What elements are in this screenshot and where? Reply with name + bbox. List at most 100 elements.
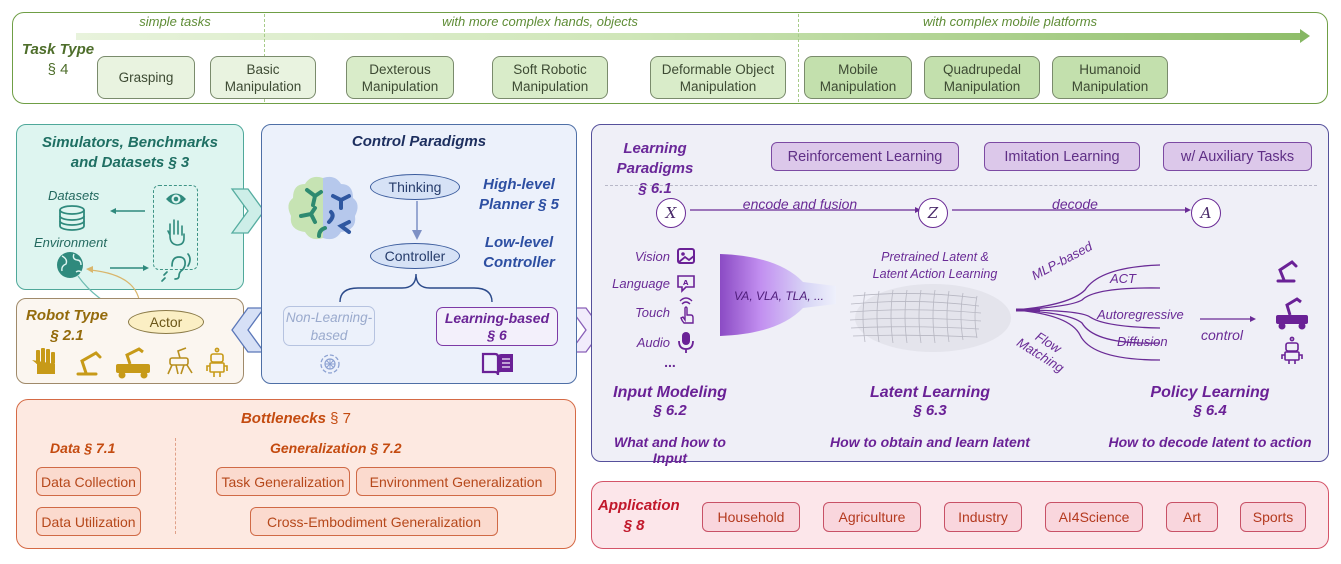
generalization-title: Generalization <box>270 440 367 456</box>
policy-autoregressive: Autoregressive <box>1097 307 1184 322</box>
generalization-section: § 7.2 <box>370 440 402 456</box>
bottlenecks-label: Bottlenecks <box>240 410 326 427</box>
controller-node: Controller <box>370 243 460 269</box>
touch-icon <box>679 297 694 324</box>
database-icon <box>59 205 85 231</box>
humanoid-robot-icon <box>1281 336 1303 364</box>
high-level-line1: High-level <box>483 176 555 193</box>
bottleneck-task-generalization[interactable]: Task Generalization <box>216 467 350 496</box>
input-modeling-title: Input Modeling <box>613 384 727 401</box>
paradigm-reinforcement-learning[interactable]: Reinforcement Learning <box>771 142 959 171</box>
generalization-subsection-title: Generalization § 7.2 <box>270 440 402 456</box>
brain-icon <box>288 176 358 240</box>
paradigm-auxiliary-tasks[interactable]: w/ Auxiliary Tasks <box>1163 142 1312 171</box>
learning-based-box[interactable]: Learning-based § 6 <box>436 307 558 346</box>
phase-divider <box>798 14 799 102</box>
latent-caption-line2: Latent Action Learning <box>872 267 998 281</box>
control-label: control <box>1201 327 1244 343</box>
non-learning-based-box[interactable]: Non-Learning- based <box>283 306 375 346</box>
policy-diffusion: Diffusion <box>1117 334 1168 349</box>
latent-caption: Pretrained Latent & Latent Action Learni… <box>845 249 1025 283</box>
svg-text:A: A <box>683 279 689 287</box>
bottleneck-cross-embodiment-generalization[interactable]: Cross-Embodiment Generalization <box>250 507 498 536</box>
phase-label-simple: simple tasks <box>139 14 211 29</box>
application-art[interactable]: Art <box>1166 502 1218 532</box>
bottleneck-data-utilization[interactable]: Data Utilization <box>36 507 141 536</box>
task-type-section: § 4 <box>47 61 69 78</box>
robot-type-label: Robot Type <box>26 307 108 324</box>
task-type-label: Task Type <box>21 41 95 58</box>
simulators-title-line1: Simulators, Benchmarks <box>42 134 218 151</box>
application-industry[interactable]: Industry <box>944 502 1022 532</box>
robot-arm-icon <box>1276 260 1298 283</box>
encode-label: encode and fusion <box>742 196 858 212</box>
robot-type-title: Robot Type § 2.1 <box>26 306 108 346</box>
task-box-grasping[interactable]: Grasping <box>97 56 195 99</box>
application-title: Application § 8 <box>598 496 680 536</box>
decode-label: decode <box>1052 196 1098 212</box>
phase-label-complex-hands: with more complex hands, objects <box>442 14 638 29</box>
eye-icon <box>166 193 186 205</box>
encode-decode-flow <box>690 207 1191 213</box>
learning-paradigms-label: Learning Paradigms <box>616 140 694 177</box>
latent-learning-subtitle: How to obtain and learn latent <box>830 434 1030 450</box>
node-x: X <box>656 198 686 228</box>
policy-branches <box>1015 264 1161 361</box>
image-icon <box>677 248 695 264</box>
data-subsection-title: Data § 7.1 <box>50 440 115 456</box>
data-section: § 7.1 <box>84 440 116 456</box>
book-icon <box>481 352 513 376</box>
latent-space-mesh <box>849 284 1011 352</box>
datasets-label: Datasets <box>48 188 100 203</box>
data-title: Data <box>50 440 81 456</box>
arrow-head <box>86 266 93 273</box>
application-ai4science[interactable]: AI4Science <box>1045 502 1143 532</box>
task-progression-arrowhead <box>1300 29 1310 43</box>
humanoid-robot-icon <box>206 347 228 377</box>
policy-learning-number: § 6.4 <box>1193 402 1227 419</box>
brace <box>339 273 493 303</box>
modality-icons: A <box>677 248 695 353</box>
node-a: A <box>1191 198 1221 228</box>
arrow-head <box>110 208 116 214</box>
paradigm-imitation-learning[interactable]: Imitation Learning <box>984 142 1140 171</box>
funnel-label: VA, VLA, TLA, ... <box>733 289 825 303</box>
mobile-manipulator-icon <box>1276 297 1308 330</box>
low-level-line1: Low-level <box>484 234 554 251</box>
modality-touch-label: Touch <box>635 305 670 320</box>
policy-act: ACT <box>1110 271 1136 286</box>
ear-icon <box>161 253 191 282</box>
down-arrow <box>412 201 422 240</box>
high-level-section: § 5 <box>538 196 560 213</box>
task-progression-arrow <box>76 33 1304 40</box>
bottleneck-environment-generalization[interactable]: Environment Generalization <box>356 467 556 496</box>
application-label: Application <box>598 497 680 514</box>
node-z: Z <box>918 198 948 228</box>
input-modeling-subtitle: What and how to Input <box>614 434 726 466</box>
policy-learning-subtitle: How to decode latent to action <box>1108 434 1312 450</box>
output-robot-icons <box>1276 260 1308 364</box>
mobile-manipulator-icon <box>116 347 150 379</box>
control-arrow <box>1200 316 1256 322</box>
task-type-title: Task Type § 4 <box>20 40 96 80</box>
latent-learning-title: Latent Learning <box>869 384 990 401</box>
phase-label-mobile: with complex mobile platforms <box>922 14 1098 29</box>
application-household[interactable]: Household <box>702 502 800 532</box>
simulators-panel <box>16 124 244 290</box>
robot-type-section: § 2.1 <box>50 327 84 344</box>
bottleneck-data-collection[interactable]: Data Collection <box>36 467 141 496</box>
chevron-left-icon <box>231 307 266 353</box>
application-section: § 8 <box>623 517 645 534</box>
application-sports[interactable]: Sports <box>1240 502 1306 532</box>
high-level-planner-label: High-level Planner § 5 <box>474 175 564 215</box>
application-agriculture[interactable]: Agriculture <box>823 502 921 532</box>
modality-language-label: Language <box>612 276 670 291</box>
quadruped-robot-icon <box>167 347 193 375</box>
